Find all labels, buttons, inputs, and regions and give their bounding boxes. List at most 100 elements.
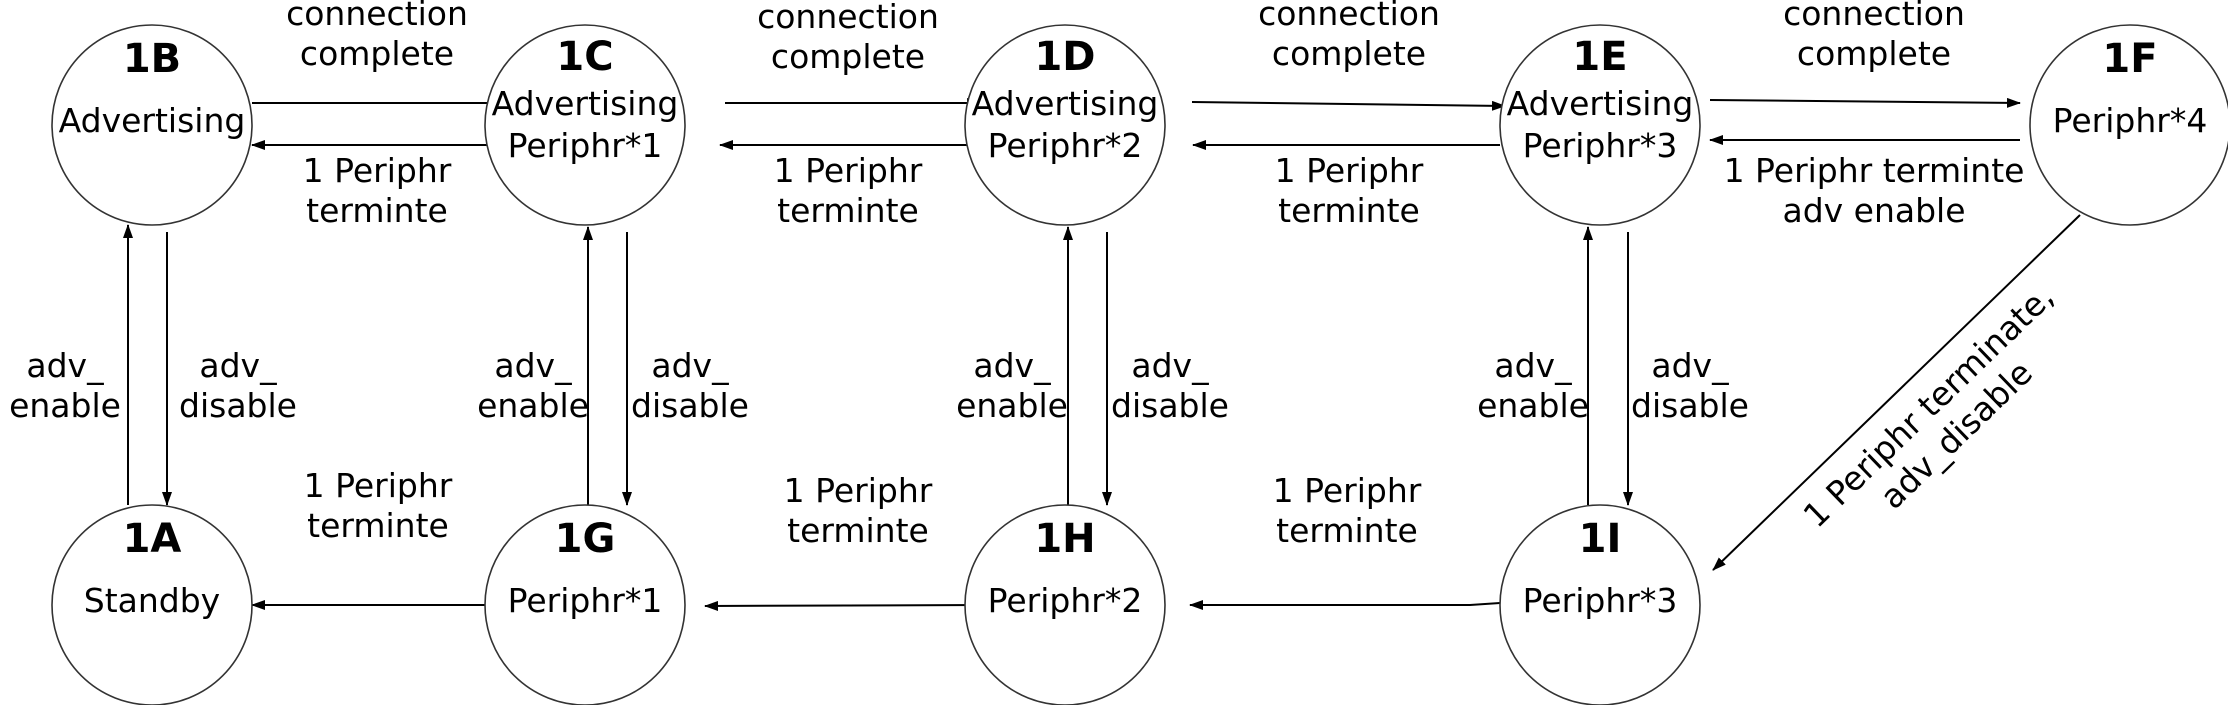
state-circle xyxy=(1499,24,1701,226)
transition-label-line: adv enable xyxy=(1782,191,1965,230)
state-label: Periphr*2 xyxy=(988,126,1143,165)
state-label: Advertising xyxy=(492,84,679,123)
state-label: Periphr*3 xyxy=(1523,581,1678,620)
transition-label-line: terminte xyxy=(306,191,448,230)
transition-label-e-i: adv_disable xyxy=(1631,346,1749,425)
state-circle xyxy=(484,504,686,705)
transition-label-i-e: adv_enable xyxy=(1477,346,1589,425)
transition-label-line: 1 Periphr terminte xyxy=(1724,151,2025,190)
transition-label-f-i: 1 Periphr terminate,adv_disable xyxy=(1796,277,2089,564)
transition-label-a-b: adv_enable xyxy=(9,346,121,425)
transition-label-line: disable xyxy=(1111,386,1229,425)
transition-label-b-a: adv_disable xyxy=(179,346,297,425)
state-circle xyxy=(51,504,253,705)
state-node-1b: 1B Advertising xyxy=(51,24,253,226)
transition-label-line: adv_ xyxy=(973,346,1051,385)
transition-label-h-d: adv_enable xyxy=(956,346,1068,425)
transition-label-line: connection xyxy=(1258,0,1440,33)
state-id: 1A xyxy=(123,516,182,562)
transition-label-line: connection xyxy=(757,0,939,36)
state-id: 1G xyxy=(555,516,616,562)
transition-arrow-f-i xyxy=(1712,214,2081,571)
state-node-1g: 1G Periphr*1 xyxy=(484,504,686,705)
state-label: Advertising xyxy=(59,101,246,140)
state-label: Advertising xyxy=(1507,84,1694,123)
transition-label-line: 1 Periphr xyxy=(784,471,933,510)
transition-arrow-h-g xyxy=(704,600,986,611)
transition-label-line: enable xyxy=(9,386,121,425)
state-label: Periphr*3 xyxy=(1523,126,1678,165)
state-id: 1D xyxy=(1034,34,1095,80)
transition-label-line: complete xyxy=(771,37,925,76)
transition-label-line: disable xyxy=(1631,386,1749,425)
transition-label-line: adv_ xyxy=(651,346,729,385)
transitions xyxy=(123,97,2081,611)
transition-label-line: terminte xyxy=(307,506,449,545)
transition-label-line: 1 Periphr xyxy=(304,466,453,505)
transition-label-c-g: adv_disable xyxy=(631,346,749,425)
transition-label-line: complete xyxy=(1272,34,1426,73)
transition-label-line: terminte xyxy=(1276,511,1418,550)
transition-label-line: adv_ xyxy=(199,346,277,385)
state-id: 1C xyxy=(556,34,613,80)
state-label: Periphr*2 xyxy=(988,581,1143,620)
state-circle xyxy=(484,24,686,226)
state-circle xyxy=(964,504,1166,705)
transition-label-line: enable xyxy=(477,386,589,425)
state-id: 1B xyxy=(123,36,181,82)
transition-label-line: complete xyxy=(300,34,454,73)
transition-label-line: 1 Periphr xyxy=(774,151,923,190)
transition-label-line: 1 Periphr xyxy=(1273,471,1422,510)
transition-label-line: adv_ xyxy=(1494,346,1572,385)
transition-label-line: connection xyxy=(286,0,468,33)
state-node-1h: 1H Periphr*2 xyxy=(964,504,1166,705)
state-id: 1H xyxy=(1034,516,1095,562)
transition-arrow-d-e xyxy=(1191,100,1506,111)
transition-label-d-h: adv_disable xyxy=(1111,346,1229,425)
state-node-1a: 1A Standby xyxy=(51,504,253,705)
state-circle xyxy=(2029,24,2228,226)
transition-label-g-c: adv_enable xyxy=(477,346,589,425)
transition-label-line: enable xyxy=(956,386,1068,425)
state-circle xyxy=(51,24,253,226)
state-label: Periphr*4 xyxy=(2053,101,2208,140)
state-label: Advertising xyxy=(972,84,1159,123)
transition-label-line: 1 Periphr xyxy=(1275,151,1424,190)
state-id: 1E xyxy=(1572,34,1627,80)
states: 1AStandby1BAdvertising1CAdvertisingPerip… xyxy=(51,24,2228,705)
state-label: Standby xyxy=(84,581,220,620)
transition-label-line: 1 Periphr xyxy=(303,151,452,190)
state-id: 1F xyxy=(2102,36,2157,82)
transition-label-line: adv_ xyxy=(494,346,572,385)
transition-label-line: terminte xyxy=(777,191,919,230)
transition-label-line: terminte xyxy=(1278,191,1420,230)
state-circle xyxy=(964,24,1166,226)
transition-label-line: 1 Periphr terminate, xyxy=(1796,277,2062,535)
transition-arrow-e-f xyxy=(1709,97,2021,108)
transition-label-line: complete xyxy=(1797,34,1951,73)
state-label: Periphr*1 xyxy=(508,581,663,620)
state-label: Periphr*1 xyxy=(508,126,663,165)
transition-label-line: adv_ xyxy=(1131,346,1209,385)
transition-label-line: connection xyxy=(1783,0,1965,33)
transition-label-line: disable xyxy=(179,386,297,425)
transition-label-line: enable xyxy=(1477,386,1589,425)
state-circle xyxy=(1499,504,1701,705)
transition-label-line: adv_ xyxy=(1651,346,1729,385)
